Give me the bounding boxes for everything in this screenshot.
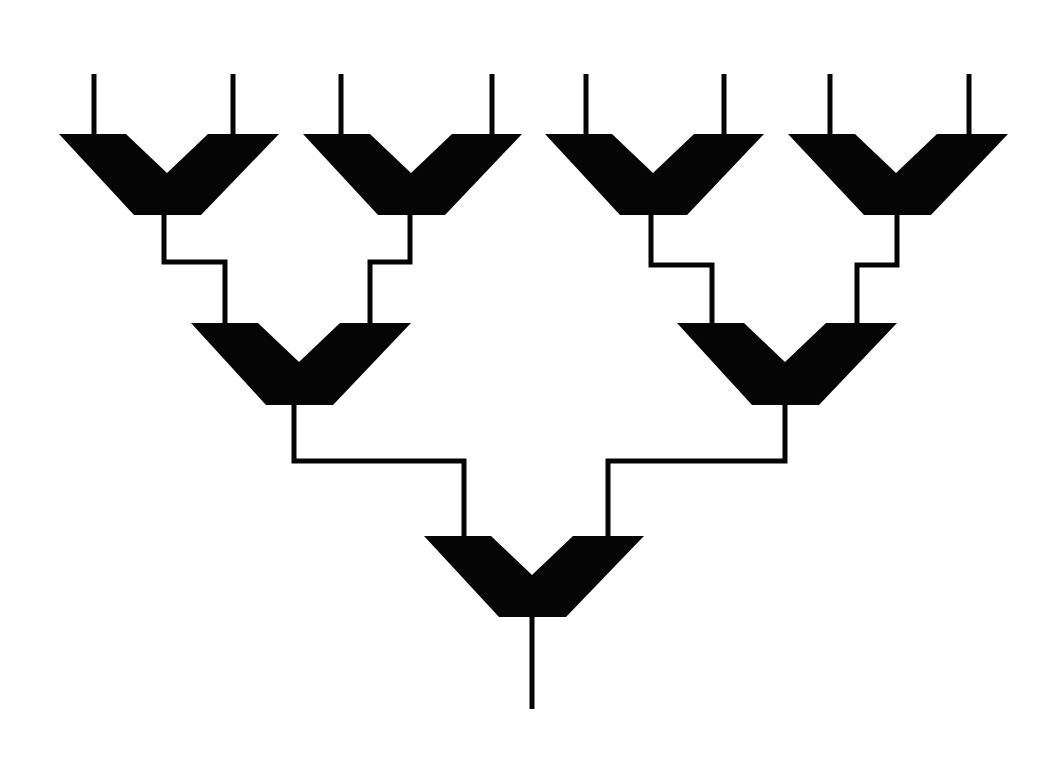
wire-l1u3-to-l2u2: [648, 213, 715, 326]
reduction-unit-l2-1: [191, 323, 411, 405]
reduction-unit-l1-4: [788, 134, 1008, 215]
level1-to-level2-wires: [161, 213, 900, 326]
level-1-units: [59, 134, 1008, 215]
wire-l2u2-to-l3u1: [605, 403, 788, 539]
level-3-units: [424, 536, 644, 617]
reduction-unit-l1-1: [59, 134, 279, 215]
level2-to-level3-wires: [291, 403, 788, 539]
wire-l2u1-to-l3u1: [291, 403, 467, 539]
wire-l1u2-to-l2u1: [367, 213, 413, 326]
reduction-unit-l1-3: [545, 134, 764, 215]
reduction-unit-l2-2: [677, 323, 897, 405]
wire-l1u4-to-l2u2: [854, 213, 900, 326]
level-2-units: [191, 323, 897, 405]
wire-l1u1-to-l2u1: [161, 213, 228, 326]
reduction-unit-l1-2: [303, 134, 522, 215]
reduction-unit-l3-1: [424, 536, 644, 617]
input-wires: [91, 74, 972, 137]
